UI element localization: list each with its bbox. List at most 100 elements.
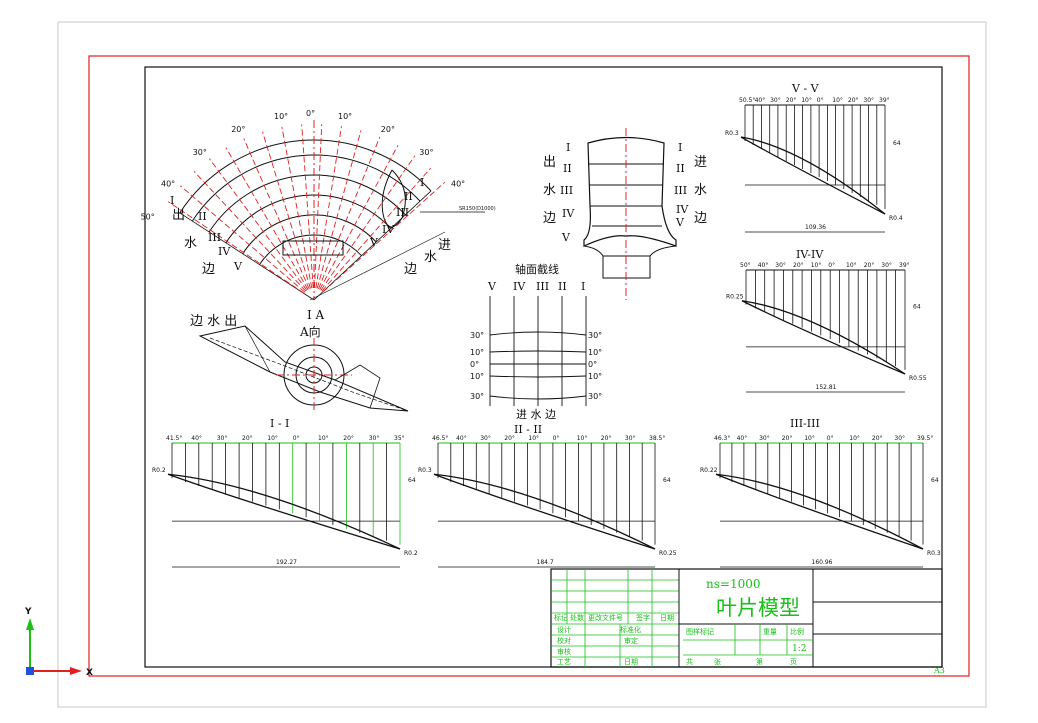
fan-ray-7 bbox=[262, 131, 311, 289]
hub-box bbox=[282, 240, 344, 256]
sheet-size: A3 bbox=[933, 666, 945, 675]
ucs-origin bbox=[26, 667, 34, 675]
fan-angle-label-4: 20° bbox=[231, 125, 245, 134]
fan-ray-1 bbox=[167, 201, 305, 294]
tb-total: 共 bbox=[686, 657, 693, 666]
x-axis-label: X bbox=[86, 668, 93, 678]
tb-date: 日期 bbox=[624, 658, 638, 666]
fan-left-word-2: 水 bbox=[184, 236, 197, 251]
fan-left-roman-2: II bbox=[198, 210, 207, 223]
profile-right-roman-3: III bbox=[674, 184, 687, 197]
fan-angle-label-5: 10° bbox=[274, 112, 288, 121]
profile-hub-curve bbox=[583, 245, 677, 257]
fan-right-edge bbox=[313, 190, 432, 301]
axial-bottom-label: 进 水 边 bbox=[516, 408, 556, 421]
axial-curve-1 bbox=[489, 331, 587, 336]
axial-roman-2: IV bbox=[513, 280, 526, 293]
fan-ray-9 bbox=[301, 124, 314, 289]
tb-scale: 比例 bbox=[790, 627, 804, 636]
fan-angle-label-3: 30° bbox=[193, 148, 207, 157]
y-arrow bbox=[26, 618, 34, 630]
section-5: V - V50.5°40°30°20°10°0°10°20°30°39°R0.3… bbox=[725, 82, 903, 233]
fan-left-roman-4: IV bbox=[218, 245, 231, 258]
section-r-left-4: R0.25 bbox=[726, 294, 744, 301]
section-angle-4-2: 40° bbox=[758, 262, 769, 269]
section-suction-side-4 bbox=[741, 300, 906, 375]
section-2: II - II46.5°40°30°20°10°0°10°20°30°38.5°… bbox=[418, 423, 677, 568]
fan-left-roman-3: III bbox=[208, 231, 221, 244]
viewport-border bbox=[57, 21, 987, 708]
fan-arc-5 bbox=[191, 154, 421, 222]
section-angle-2-5: 10° bbox=[528, 435, 539, 442]
section-span-5: 109.36 bbox=[805, 224, 826, 231]
section-r-left-1: R0.2 bbox=[152, 467, 166, 474]
section-r-right-1: R0.2 bbox=[404, 550, 418, 557]
tb-check: 校对 bbox=[557, 636, 571, 645]
fan-right-roman-3: III bbox=[396, 206, 409, 219]
section-angle-3-4: 20° bbox=[782, 435, 793, 442]
fan-angle-label-6: 0° bbox=[306, 109, 315, 118]
section-r-right-2: R0.25 bbox=[659, 550, 677, 557]
section-angle-2-3: 30° bbox=[480, 435, 491, 442]
section-angle-2-10: 38.5° bbox=[649, 435, 665, 442]
section-angle-5-2: 40° bbox=[755, 97, 766, 104]
title-block: ns=1000 叶片模型 标记 处数 更改文件号 签字 日期 设计 标准化 校对… bbox=[550, 568, 943, 668]
section-pressure-side-1 bbox=[167, 473, 401, 550]
fan-left-roman-1: I bbox=[170, 194, 174, 207]
section-suction-side-3 bbox=[715, 473, 924, 550]
axial-roman-3: III bbox=[536, 280, 549, 293]
axial-grid bbox=[489, 296, 587, 406]
section-angle-1-5: 10° bbox=[267, 435, 278, 442]
section-angle-4-4: 20° bbox=[793, 262, 804, 269]
tb-label-sign: 签字 bbox=[636, 613, 650, 622]
fan-left-roman-5: V bbox=[233, 260, 243, 273]
section-angle-1-8: 20° bbox=[343, 435, 354, 442]
tb-label-count: 处数 bbox=[570, 613, 584, 622]
plan-view-label: A向 bbox=[299, 324, 321, 339]
axial-left-angle-3: 0° bbox=[470, 360, 479, 369]
section-span-1: 192.27 bbox=[276, 559, 297, 566]
section-angle-3-7: 10° bbox=[849, 435, 860, 442]
fan-arc-1 bbox=[259, 234, 362, 265]
axial-roman-1: V bbox=[487, 280, 497, 293]
section-angle-3-6: 0° bbox=[827, 435, 834, 442]
tb-weight: 重量 bbox=[763, 628, 777, 636]
tb-label-change: 更改文件号 bbox=[588, 613, 623, 622]
fan-ray-15 bbox=[320, 155, 416, 291]
section-span-4: 152.81 bbox=[816, 384, 837, 391]
profile-right-word-3: 边 bbox=[694, 211, 707, 226]
tb-part-name: 叶片模型 bbox=[716, 596, 800, 620]
section-angle-5-3: 30° bbox=[770, 97, 781, 104]
plan-view: 边 水 出 A向 bbox=[190, 314, 409, 412]
drawing-border bbox=[144, 66, 943, 668]
axial-curve-5 bbox=[489, 395, 587, 400]
radius-note: SR150(D1000) bbox=[459, 206, 496, 212]
fan-angle-label-9: 30° bbox=[419, 148, 433, 157]
axial-left-angle-1: 30° bbox=[470, 331, 484, 340]
axial-left-angle-5: 30° bbox=[470, 392, 484, 401]
section-angle-4-8: 20° bbox=[864, 262, 875, 269]
section-angle-1-1: 41.5° bbox=[166, 435, 182, 442]
section-height-5: 64 bbox=[893, 140, 901, 147]
section-height-2: 64 bbox=[663, 477, 671, 484]
section-pressure-side-4 bbox=[741, 300, 906, 375]
section-angle-5-5: 10° bbox=[801, 97, 812, 104]
profile-left-roman-3: III bbox=[560, 184, 573, 197]
section-angle-5-4: 20° bbox=[786, 97, 797, 104]
section-angle-3-3: 30° bbox=[759, 435, 770, 442]
profile-right-roman-2: II bbox=[676, 162, 685, 175]
tb-scale-value: 1:2 bbox=[792, 644, 806, 654]
tb-ns: ns=1000 bbox=[706, 577, 760, 591]
fan-ray-2 bbox=[179, 185, 306, 293]
paper-frame bbox=[88, 55, 970, 677]
fan-arc-4 bbox=[208, 174, 406, 233]
fan-right-roman-4: IV bbox=[382, 223, 395, 236]
fan-angle-label-7: 10° bbox=[338, 112, 352, 121]
fan-right-word-3: 边 bbox=[404, 262, 417, 277]
fan-arc-2 bbox=[242, 214, 377, 254]
fan-ray-4 bbox=[208, 158, 308, 291]
section-angle-2-2: 40° bbox=[456, 435, 467, 442]
blade-sections: I - I41.5°40°30°20°10°0°10°20°30°35°R0.2… bbox=[152, 82, 941, 568]
